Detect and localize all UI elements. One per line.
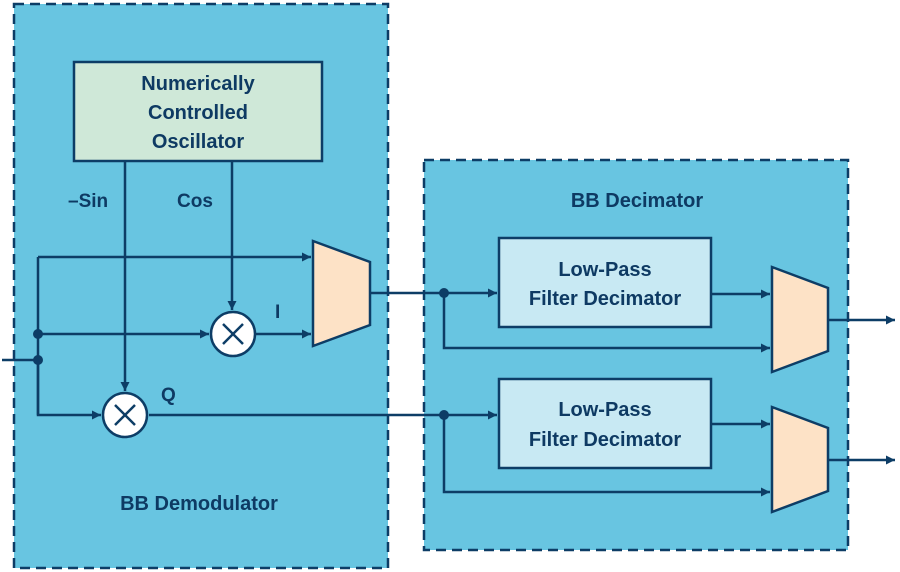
i-label: I (275, 302, 280, 323)
cos-label: Cos (177, 191, 213, 212)
decim-mux-bottom (770, 405, 830, 514)
lpf-bottom-label-line1: Low-Pass (558, 399, 651, 421)
junction-dot (439, 410, 449, 420)
lpf-top-block (497, 236, 713, 329)
nco-label-line2: Controlled (148, 102, 248, 124)
decimator-label: BB Decimator (571, 190, 703, 212)
q-mult-input-wire (36, 360, 101, 420)
lpf-bottom-block (497, 377, 713, 470)
decim-mux-top (770, 265, 830, 374)
lpf-top-bypass-wire (442, 293, 770, 353)
lpf-top-label-line2: Filter Decimator (529, 288, 681, 310)
i-multiplier (209, 310, 257, 358)
neg-sin-label: –Sin (68, 191, 108, 212)
junction-dot (33, 355, 43, 365)
q-multiplier (101, 391, 149, 439)
lpf-bottom-bypass-wire (442, 415, 770, 497)
junction-dot (33, 329, 43, 339)
q-label: Q (161, 385, 176, 406)
lpf-bottom-label-line2: Filter Decimator (529, 429, 681, 451)
nco-label-line1: Numerically (141, 73, 255, 95)
nco-block (72, 60, 324, 163)
nco-label-line3: Oscillator (152, 131, 244, 153)
demodulator-label: BB Demodulator (120, 493, 278, 515)
demod-mux (311, 239, 372, 348)
junction-dot (439, 288, 449, 298)
lpf-top-label-line1: Low-Pass (558, 259, 651, 281)
